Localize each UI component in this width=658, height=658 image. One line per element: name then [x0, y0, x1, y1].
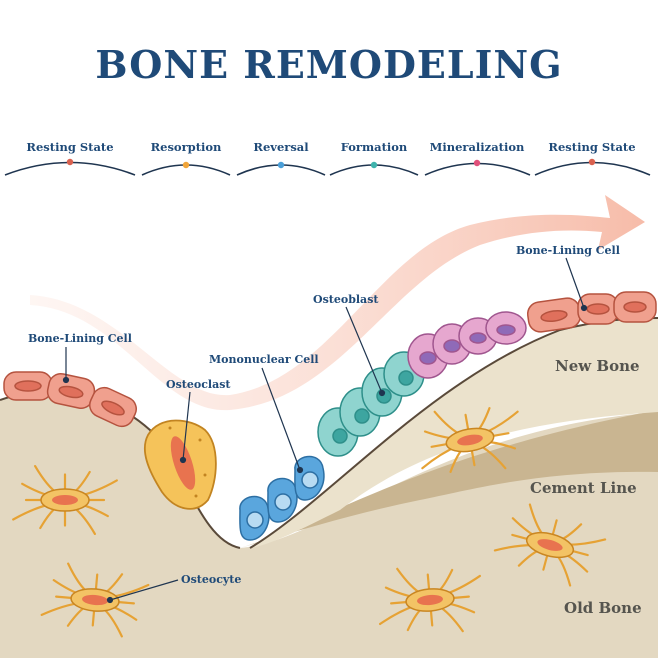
mononuclear-cells — [239, 455, 325, 541]
mineralizing-osteoblasts — [407, 311, 527, 379]
stage-label-resorption: Resorption — [150, 140, 222, 154]
bone-lining-cells-right — [526, 291, 657, 333]
region-new-bone: New Bone — [555, 357, 640, 375]
stage-label-resting-state: Resting State — [26, 140, 114, 154]
osteocyte-cells — [12, 407, 607, 638]
cement-line-layer — [240, 410, 658, 548]
osteocyte — [40, 562, 150, 638]
stage-label-formation: Formation — [340, 140, 408, 154]
label-osteoclast: Osteoclast — [166, 378, 231, 391]
new-bone-layer — [250, 318, 658, 548]
stage-label-reversal: Reversal — [253, 140, 309, 154]
osteoblast-cells — [317, 351, 425, 457]
stage-dot — [588, 158, 596, 166]
osteocyte — [493, 503, 607, 587]
label-bone-lining-cell-right: Bone-Lining Cell — [516, 244, 620, 257]
label-bone-lining-cell-left: Bone-Lining Cell — [28, 332, 132, 345]
stage-dot — [182, 161, 190, 169]
label-osteoblast: Osteoblast — [313, 293, 379, 306]
region-cement-line: Cement Line — [530, 479, 637, 497]
stage-label-mineralization: Mineralization — [429, 140, 525, 154]
stage-dot — [66, 158, 74, 166]
stage-dot — [370, 161, 378, 169]
callout-lines — [62, 257, 588, 604]
stage-dot — [473, 159, 481, 167]
osteocyte — [378, 567, 481, 633]
stage-timeline — [4, 161, 651, 176]
stage-dot — [277, 161, 285, 169]
diagram-title: BONE REMODELING — [95, 42, 563, 87]
region-old-bone: Old Bone — [564, 599, 642, 617]
stage-dots — [66, 158, 596, 169]
new-bone-outline — [249, 317, 658, 549]
label-mononuclear-cell: Mononuclear Cell — [209, 353, 319, 366]
stage-label-resting-state-final: Resting State — [548, 140, 636, 154]
osteocyte — [421, 407, 519, 473]
bone-lining-cells-left — [3, 371, 137, 428]
process-arrow — [30, 195, 645, 411]
label-osteocyte: Osteocyte — [181, 573, 242, 586]
osteocyte — [12, 465, 118, 535]
